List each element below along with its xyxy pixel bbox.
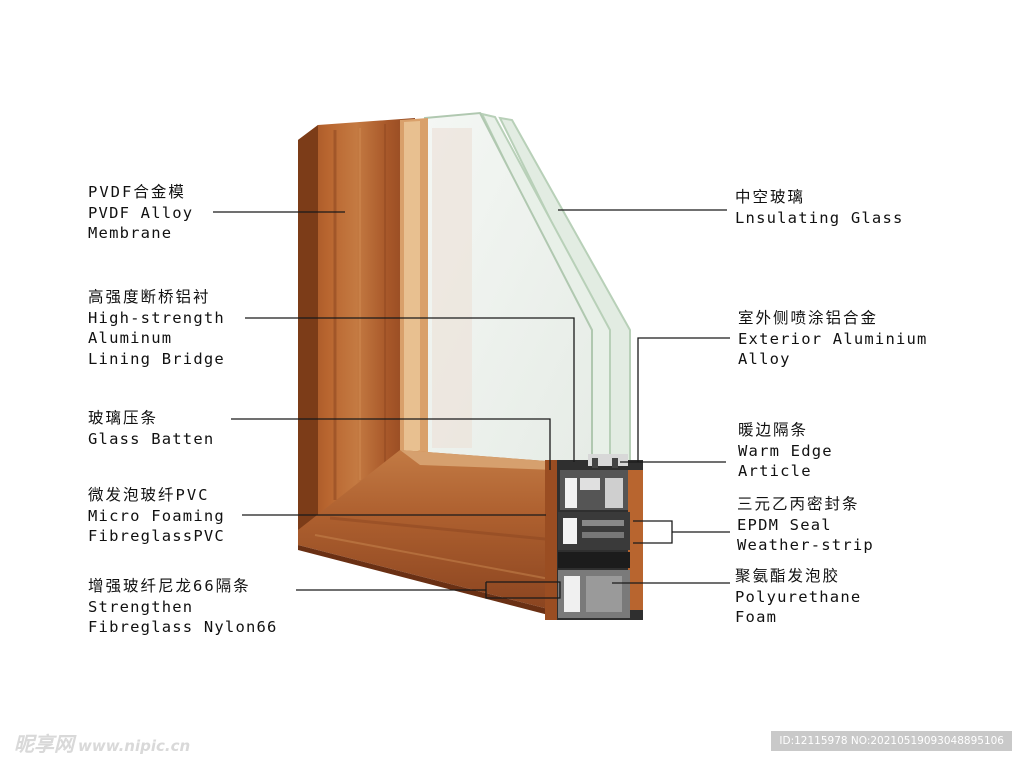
label-en: High-strength <box>88 308 225 327</box>
label-exterior-aluminium: 室外侧喷涂铝合金 Exterior Aluminium Alloy <box>738 308 928 370</box>
label-zh: 中空玻璃 <box>735 188 806 206</box>
label-polyurethane-foam: 聚氨酯发泡胶 Polyurethane Foam <box>735 566 861 628</box>
label-zh: 室外侧喷涂铝合金 <box>738 309 879 327</box>
leader-aluminum-lining-bridge <box>245 317 575 462</box>
label-en: Aluminum <box>88 329 173 347</box>
leader-exterior-aluminium <box>637 337 730 462</box>
watermark-url: www.nipic.cn <box>78 737 191 755</box>
label-zh: 暖边隔条 <box>738 421 809 439</box>
label-zh: PVDF合金模 <box>88 183 186 201</box>
label-en: Exterior Aluminium <box>738 329 928 348</box>
label-en: Alloy <box>738 350 791 368</box>
label-zh: 微发泡玻纤PVC <box>88 486 210 504</box>
label-zh: 增强玻纤尼龙66隔条 <box>88 577 251 595</box>
label-en: Strengthen <box>88 597 194 616</box>
label-glass-batten: 玻璃压条 Glass Batten <box>88 408 214 449</box>
leader-lines <box>213 209 730 599</box>
label-en: Warm Edge <box>738 441 833 460</box>
label-zh: 聚氨酯发泡胶 <box>735 567 841 585</box>
insulating-glass-panes <box>424 111 631 463</box>
label-en: Micro Foaming <box>88 506 225 525</box>
label-micro-foaming-pvc: 微发泡玻纤PVC Micro Foaming FibreglassPVC <box>88 485 225 547</box>
label-en: Foam <box>735 608 778 626</box>
watermark-logo: 昵享网 <box>14 732 74 756</box>
label-fibreglass-nylon66: 增强玻纤尼龙66隔条 Strengthen Fibreglass Nylon66 <box>88 576 278 638</box>
label-zh: 高强度断桥铝衬 <box>88 288 211 306</box>
leader-fibreglass-nylon66-bracket <box>485 581 561 599</box>
label-en: Weather-strip <box>737 536 874 554</box>
label-aluminum-lining-bridge: 高强度断桥铝衬 High-strength Aluminum Lining Br… <box>88 287 225 369</box>
label-en: FibreglassPVC <box>88 527 225 545</box>
profile-cross-section <box>545 454 643 620</box>
label-en: EPDM Seal <box>737 515 832 534</box>
label-en: Fibreglass Nylon66 <box>88 618 278 636</box>
label-en: Glass Batten <box>88 429 215 448</box>
label-en: Article <box>738 462 812 480</box>
wood-frame-rail <box>298 450 560 618</box>
label-pvdf-membrane: PVDF合金模 PVDF Alloy Membrane <box>88 182 193 244</box>
label-en: PVDF Alloy <box>88 203 194 222</box>
label-en: Lining Bridge <box>88 349 225 368</box>
label-zh: 玻璃压条 <box>88 409 159 427</box>
label-en: Lnsulating Glass <box>735 208 904 227</box>
label-en: Polyurethane <box>735 587 862 606</box>
wood-frame-stile <box>298 118 428 530</box>
leader-glass-batten <box>231 418 551 470</box>
label-warm-edge: 暖边隔条 Warm Edge Article <box>738 420 833 482</box>
label-en: Membrane <box>88 224 173 242</box>
label-epdm-seal: 三元乙丙密封条 EPDM Seal Weather-strip <box>737 494 874 556</box>
label-zh: 三元乙丙密封条 <box>737 495 860 513</box>
label-insulating-glass: 中空玻璃 Lnsulating Glass <box>735 187 904 228</box>
image-id-bar: ID:12115978 NO:20210519093048895106 <box>771 731 1012 751</box>
